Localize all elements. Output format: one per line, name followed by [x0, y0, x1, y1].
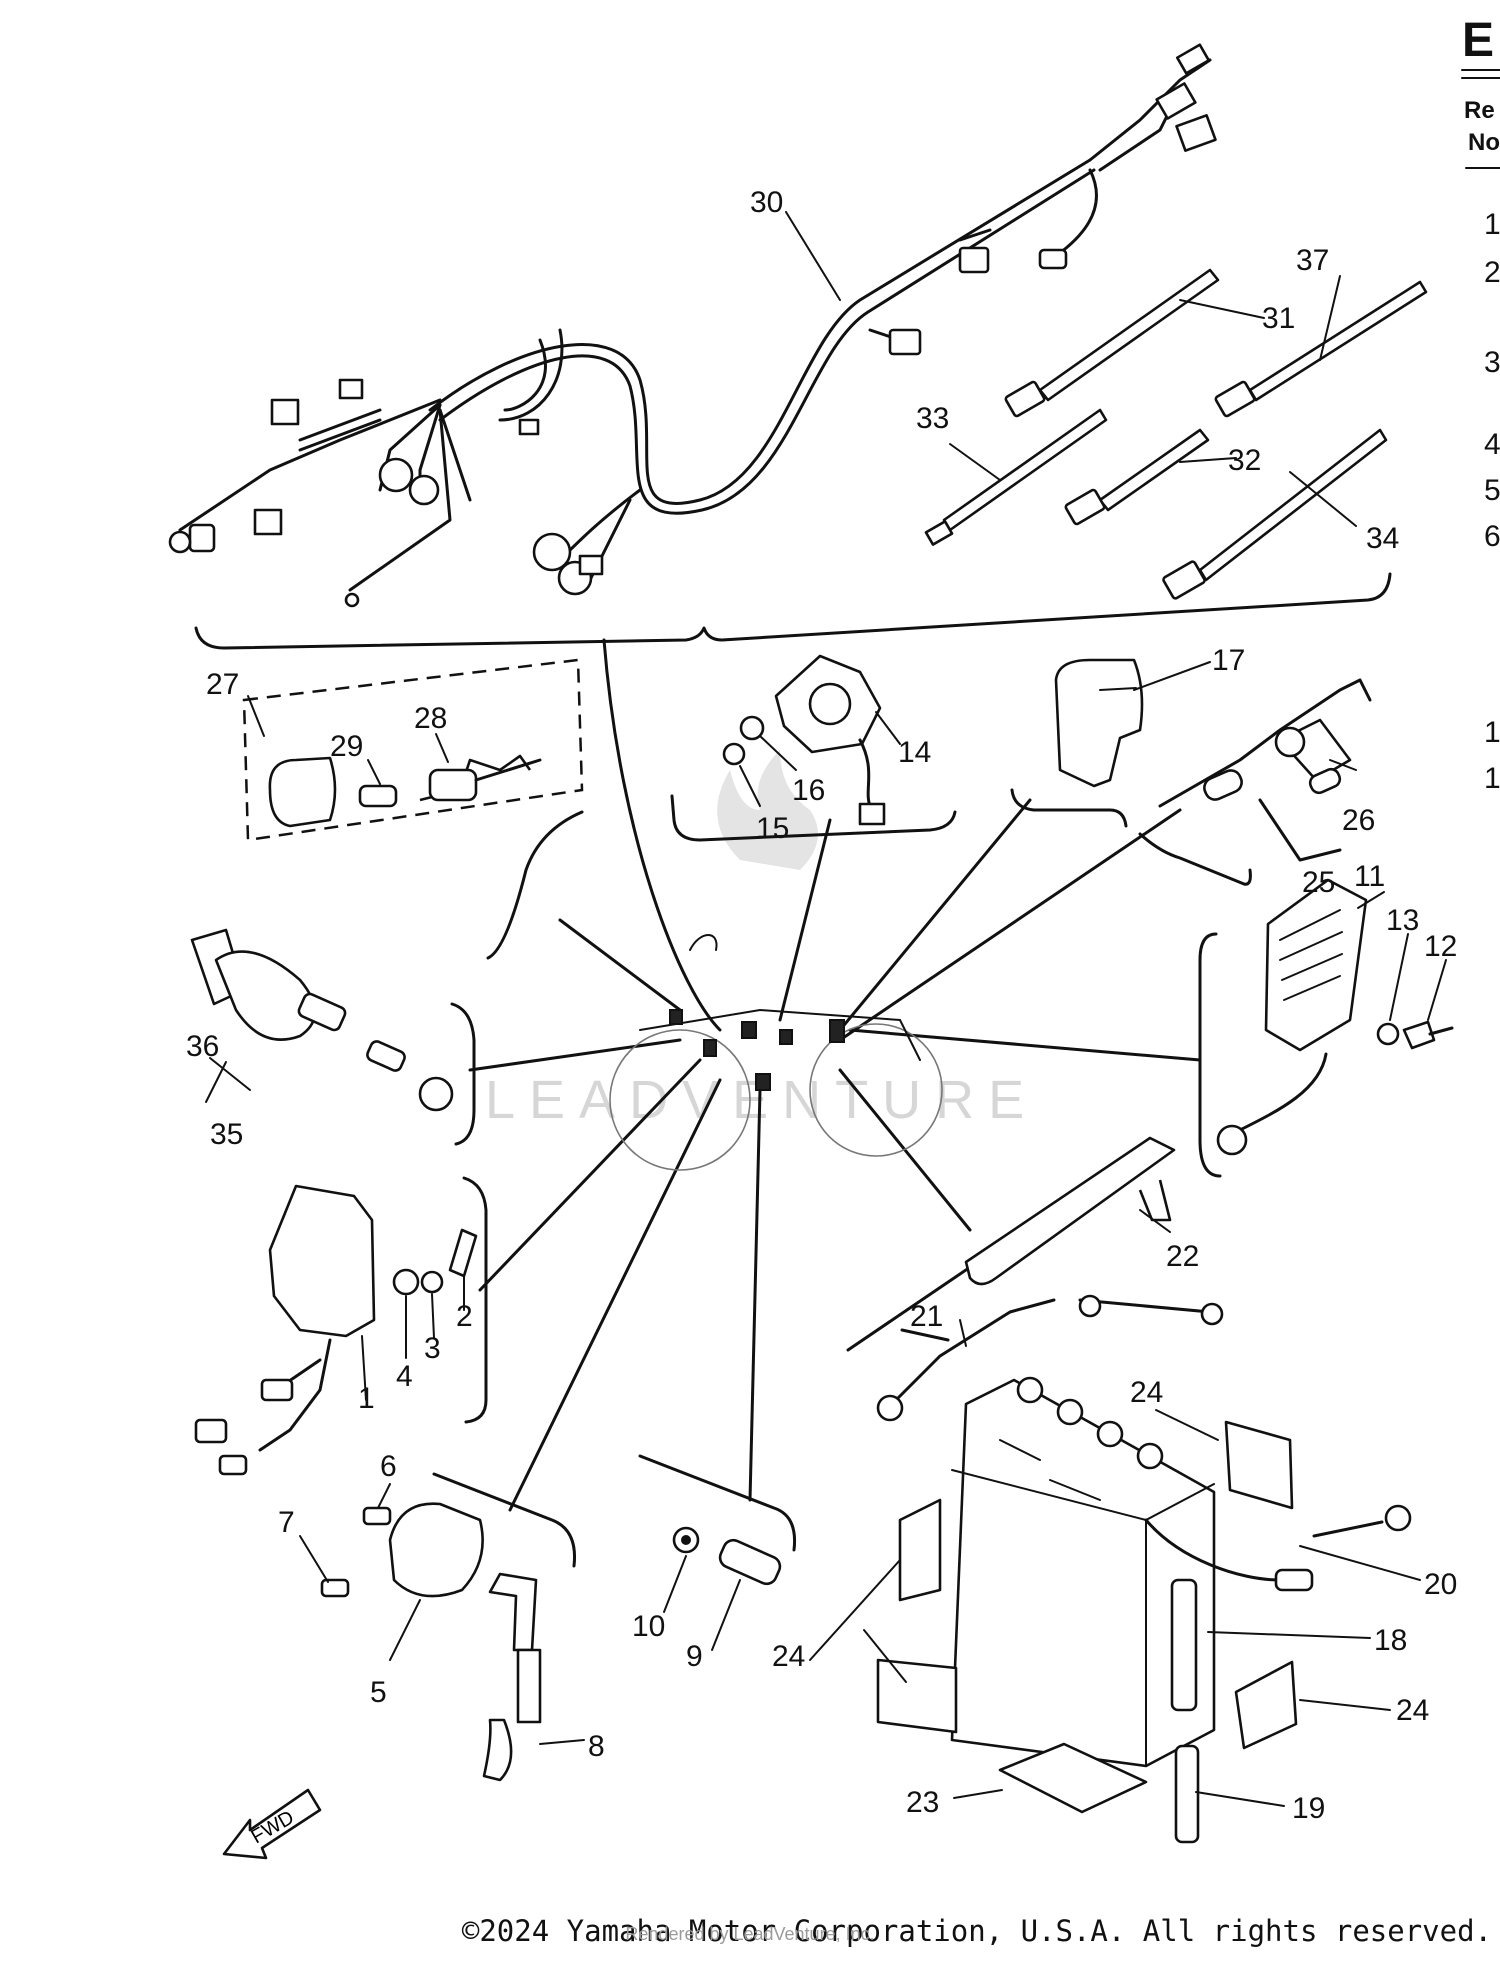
- callout-34: 34: [1366, 522, 1399, 555]
- callout-8: 8: [588, 1730, 605, 1763]
- callout-13: 13: [1386, 904, 1419, 937]
- callout-33: 33: [916, 402, 949, 435]
- row-digit: 5: [1484, 474, 1500, 507]
- row-digit: 1: [1484, 208, 1500, 241]
- callout-11: 11: [1354, 860, 1385, 893]
- battery: [876, 1376, 1412, 1844]
- ignition-coil-5: [320, 1502, 542, 1782]
- callout-numbers: 1 2 3 4 5 6 7 8 9 10 11 12 13 14 15 16 1…: [186, 186, 1457, 1825]
- callout-5: 5: [370, 1676, 387, 1709]
- callout-26: 26: [1342, 804, 1375, 837]
- callout-24-left: 24: [772, 1640, 805, 1673]
- callout-32: 32: [1228, 444, 1261, 477]
- callout-10: 10: [632, 1610, 665, 1643]
- callout-12: 12: [1424, 930, 1457, 963]
- frame-silhouette: [609, 934, 943, 1171]
- callout-19: 19: [1292, 1792, 1325, 1825]
- assembly-lines: [468, 638, 1202, 1512]
- callout-22: 22: [1166, 1240, 1199, 1273]
- callout-31: 31: [1262, 302, 1295, 335]
- row-digit: 1: [1484, 762, 1500, 795]
- wire-harness: [168, 43, 1217, 608]
- row-digit: 1: [1484, 716, 1500, 749]
- callout-2: 2: [456, 1300, 473, 1333]
- regulator-11: [1216, 878, 1454, 1156]
- row-digit: 3: [1484, 346, 1500, 379]
- callout-7: 7: [278, 1506, 295, 1539]
- callout-36: 36: [186, 1030, 219, 1063]
- starter-35: [190, 928, 454, 1112]
- callout-14: 14: [898, 736, 931, 769]
- callout-21: 21: [910, 1300, 943, 1333]
- group-bracket: [194, 572, 1392, 650]
- callout-35: 35: [210, 1118, 243, 1151]
- copyright-footer: ©2024 Yamaha Motor Corporation, U.S.A. A…: [461, 1914, 1492, 1948]
- fwd-arrow: FWD: [222, 1788, 322, 1860]
- coil-25: [1158, 678, 1372, 862]
- callout-3: 3: [424, 1332, 441, 1365]
- callout-24-top: 24: [1130, 1376, 1163, 1409]
- relay-17: [1054, 658, 1144, 788]
- row-digit: 6: [1484, 520, 1500, 553]
- callout-28: 28: [414, 702, 447, 735]
- header-ref: Re: [1464, 97, 1495, 124]
- callout-15: 15: [756, 812, 789, 845]
- leader-lines: [205, 211, 1447, 1807]
- row-digit: 4: [1484, 428, 1500, 461]
- callout-16: 16: [792, 774, 825, 807]
- fuse-holder-9: [672, 1526, 782, 1586]
- callout-17: 17: [1212, 644, 1245, 677]
- cable-ties: [924, 268, 1428, 600]
- callout-4: 4: [396, 1360, 413, 1393]
- header-no: No: [1468, 129, 1500, 156]
- callout-29: 29: [330, 730, 363, 763]
- header-fragment: E Re No: [1461, 14, 1500, 169]
- right-column-digits: 1 2 3 4 5 6 1 1: [1484, 208, 1500, 795]
- callout-23: 23: [906, 1786, 939, 1819]
- parts-kit-27: [242, 658, 584, 842]
- callout-6: 6: [380, 1450, 397, 1483]
- callout-24-right: 24: [1396, 1694, 1429, 1727]
- row-digit: 2: [1484, 256, 1500, 289]
- callout-20: 20: [1424, 1568, 1457, 1601]
- callout-18: 18: [1374, 1624, 1407, 1657]
- callout-1: 1: [358, 1382, 375, 1415]
- callout-27: 27: [206, 668, 239, 701]
- callout-25: 25: [1302, 866, 1335, 899]
- callout-30: 30: [750, 186, 783, 219]
- rendered-by-caption: Rendered by LeadVenture, Inc.: [625, 1924, 875, 1944]
- main-switch-14: [722, 654, 886, 826]
- ignitor-1: [194, 1184, 478, 1476]
- callout-37: 37: [1296, 244, 1329, 277]
- callout-9: 9: [686, 1640, 703, 1673]
- header-title: E: [1462, 14, 1494, 67]
- battery-band-22: [876, 1136, 1224, 1422]
